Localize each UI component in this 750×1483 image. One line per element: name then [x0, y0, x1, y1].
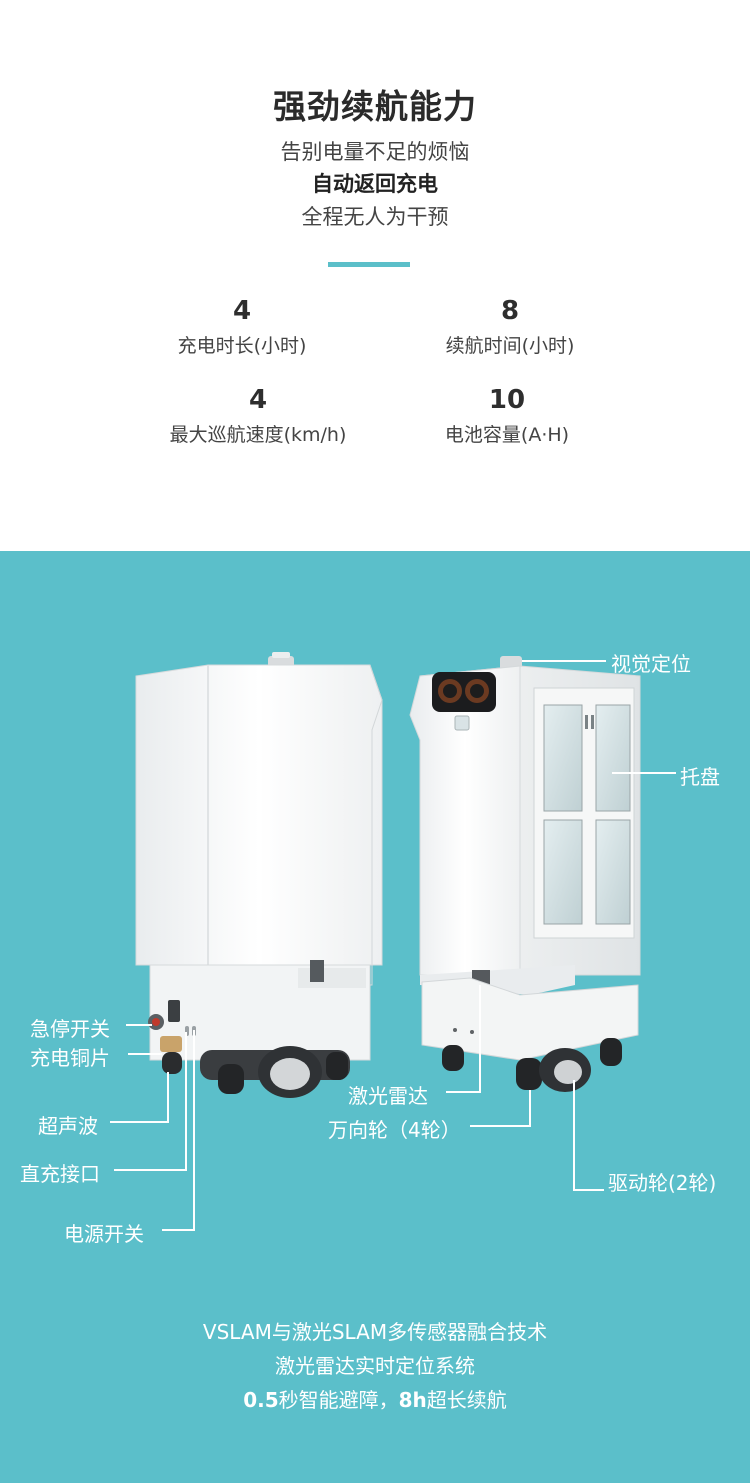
stat-label: 充电时长(小时) — [177, 335, 307, 357]
stat-value: 4 — [248, 385, 268, 415]
callout-lines — [110, 660, 676, 1231]
footer-obstacle-time: 0.5 — [243, 1388, 279, 1412]
callout-visual-positioning: 视觉定位 — [611, 652, 691, 676]
callout-tray: 托盘 — [680, 765, 720, 789]
robot-illustration — [110, 652, 676, 1231]
callout-charging-contacts: 充电铜片 — [30, 1046, 110, 1070]
subtitle-line-2: 自动返回充电 — [312, 172, 438, 196]
footer-line-2: 激光雷达实时定位系统 — [275, 1354, 475, 1378]
robot-front-view — [409, 656, 641, 1092]
callout-power-switch: 电源开关 — [64, 1222, 144, 1246]
accent-divider — [328, 262, 410, 267]
callout-drive-wheels: 驱动轮(2轮) — [608, 1171, 717, 1195]
stat-battery-capacity: 10 电池容量(A·H) — [377, 384, 637, 450]
battery-section: 强劲续航能力 告别电量不足的烦恼 自动返回充电 全程无人为干预 4 充电时长(小… — [0, 0, 750, 551]
stat-max-speed: 4 最大巡航速度(km/h) — [128, 384, 388, 450]
stat-endurance: 8 续航时间(小时) — [380, 295, 640, 361]
stat-charge-time: 4 充电时长(小时) — [112, 295, 372, 361]
stat-label: 最大巡航速度(km/h) — [169, 424, 347, 446]
callout-emergency-stop: 急停开关 — [30, 1017, 110, 1041]
footer-endurance-hours: 8h — [398, 1388, 427, 1412]
callout-lidar: 激光雷达 — [348, 1084, 428, 1108]
subtitle-line-1: 告别电量不足的烦恼 — [280, 140, 470, 164]
stat-value: 4 — [232, 296, 252, 326]
subtitle-line-3: 全程无人为干预 — [301, 205, 449, 229]
stat-value: 10 — [488, 385, 526, 415]
footer-line-1: VSLAM与激光SLAM多传感器融合技术 — [202, 1320, 548, 1344]
stat-label: 电池容量(A·H) — [444, 424, 570, 446]
footer-obstacle-text: 秒智能避障， — [278, 1388, 399, 1412]
robot-back-view — [135, 652, 383, 1098]
footer-line-3: 0.5秒智能避障，8h超长续航 — [0, 1384, 750, 1413]
callout-caster-wheels: 万向轮（4轮） — [328, 1118, 461, 1142]
section-title: 强劲续航能力 — [273, 87, 477, 126]
stat-value: 8 — [500, 296, 520, 326]
footer-endurance-text: 超长续航 — [426, 1388, 507, 1412]
stat-label: 续航时间(小时) — [445, 335, 575, 357]
callout-ultrasonic: 超声波 — [38, 1114, 98, 1138]
callout-dc-port: 直充接口 — [20, 1162, 100, 1186]
